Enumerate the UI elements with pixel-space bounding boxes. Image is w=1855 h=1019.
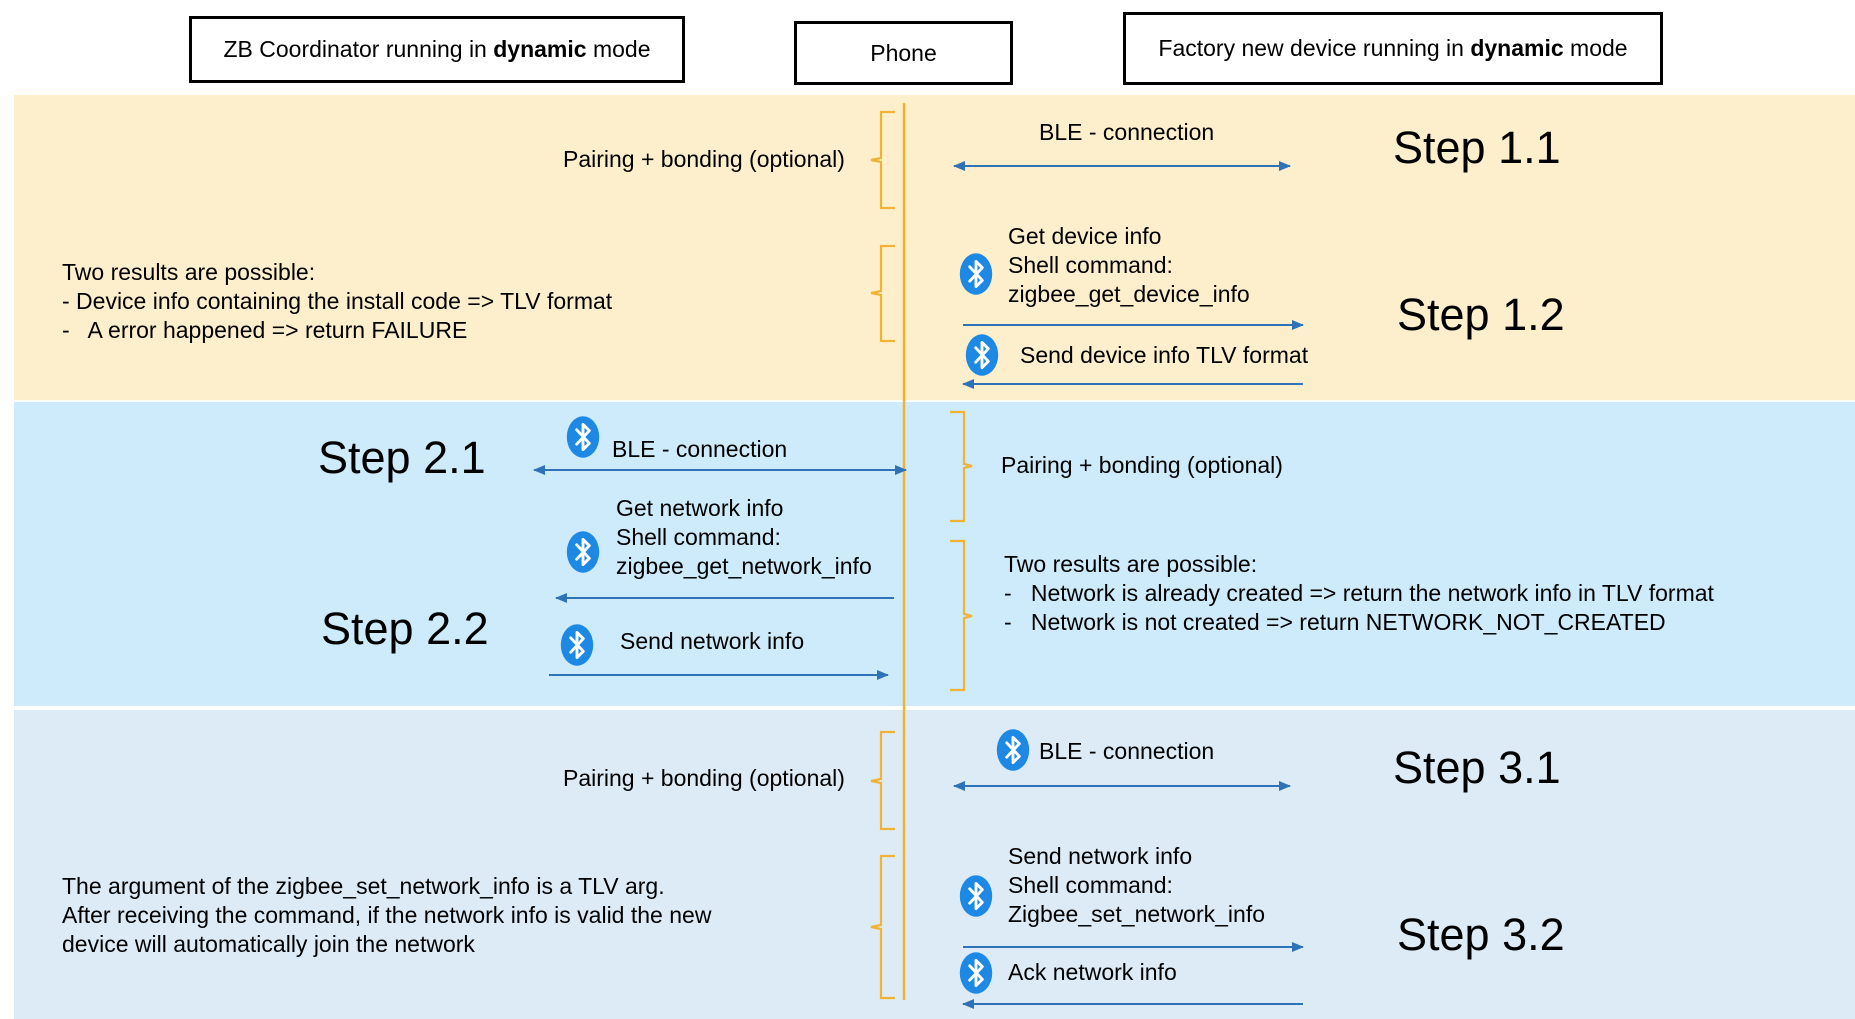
pairing-label-3: Pairing + bonding (optional): [563, 765, 845, 791]
device-header-suffix: mode: [1563, 35, 1628, 61]
get-network-info-line: Shell command:: [616, 524, 781, 550]
coordinator-header-prefix: ZB Coordinator running in: [223, 36, 494, 62]
get-device-info-text: Get device info Shell command: zigbee_ge…: [1008, 222, 1250, 309]
results-note-1-line: - A error happened => return FAILURE: [62, 317, 468, 343]
bluetooth-icon: [958, 950, 994, 996]
argument-note-line: The argument of the zigbee_set_network_i…: [62, 873, 665, 899]
brace-argument-3: [870, 854, 895, 1000]
band-step-1: [14, 95, 1855, 400]
results-note-1-line: - Device info containing the install cod…: [62, 288, 613, 314]
results-note-1: Two results are possible: - Device info …: [62, 258, 612, 345]
send-device-info-label: Send device info TLV format: [1020, 342, 1309, 368]
set-network-info-line: Shell command:: [1008, 872, 1173, 898]
get-device-info-line: Get device info: [1008, 223, 1162, 249]
set-network-info-line: Send network info: [1008, 843, 1193, 869]
set-network-info-line: Zigbee_set_network_info: [1008, 901, 1265, 927]
coordinator-header-suffix: mode: [586, 36, 651, 62]
brace-results-2: [950, 539, 973, 692]
brace-pairing-2: [950, 410, 973, 523]
pairing-label-1: Pairing + bonding (optional): [563, 146, 845, 172]
step-label-3-1: Step 3.1: [1393, 742, 1561, 793]
phone-header: Phone: [794, 21, 1013, 85]
ble-connection-label-3: BLE - connection: [1039, 738, 1215, 764]
coordinator-header: ZB Coordinator running in dynamic mode: [189, 16, 685, 83]
coordinator-header-mode: dynamic: [493, 36, 587, 62]
step-label-2-2: Step 2.2: [321, 603, 489, 654]
results-note-2-line: Two results are possible:: [1004, 551, 1258, 577]
pairing-label-2: Pairing + bonding (optional): [1001, 452, 1283, 478]
results-note-2: Two results are possible: - Network is a…: [1004, 550, 1714, 637]
bluetooth-icon: [964, 332, 1000, 378]
get-network-info-text: Get network info Shell command: zigbee_g…: [616, 494, 872, 581]
get-network-info-line: Get network info: [616, 495, 784, 521]
bluetooth-icon: [565, 414, 601, 460]
set-network-info-text: Send network info Shell command: Zigbee_…: [1008, 842, 1265, 929]
argument-note: The argument of the zigbee_set_network_i…: [62, 872, 711, 959]
step-label-1-1: Step 1.1: [1393, 122, 1561, 173]
device-header: Factory new device running in dynamic mo…: [1123, 12, 1663, 85]
results-note-2-line: - Network is not created => return NETWO…: [1004, 609, 1666, 635]
bluetooth-icon: [565, 529, 601, 575]
send-network-info-label: Send network info: [620, 628, 805, 654]
argument-note-line: After receiving the command, if the netw…: [62, 902, 712, 928]
brace-pairing-3: [870, 730, 895, 831]
step-label-2-1: Step 2.1: [318, 432, 486, 483]
ble-connection-label-2: BLE - connection: [612, 436, 788, 462]
band-step-3: [14, 710, 1855, 1019]
results-note-1-line: Two results are possible:: [62, 259, 316, 285]
results-note-2-line: - Network is already created => return t…: [1004, 580, 1714, 606]
brace-results-1: [870, 244, 895, 343]
device-header-mode: dynamic: [1470, 35, 1564, 61]
get-device-info-line: zigbee_get_device_info: [1008, 281, 1250, 307]
ack-network-info-label: Ack network info: [1008, 959, 1177, 985]
bluetooth-icon: [958, 251, 994, 297]
brace-pairing-1: [870, 110, 895, 210]
step-label-1-2: Step 1.2: [1397, 289, 1565, 340]
bluetooth-icon: [559, 622, 595, 668]
phone-header-label: Phone: [870, 39, 937, 66]
bluetooth-icon: [958, 873, 994, 919]
bluetooth-icon: [995, 727, 1031, 773]
get-device-info-line: Shell command:: [1008, 252, 1173, 278]
get-network-info-line: zigbee_get_network_info: [616, 553, 872, 579]
argument-note-line: device will automatically join the netwo…: [62, 931, 475, 957]
ble-connection-label-1: BLE - connection: [1039, 119, 1215, 145]
step-label-3-2: Step 3.2: [1397, 909, 1565, 960]
device-header-prefix: Factory new device running in: [1158, 35, 1471, 61]
band-step-2: [14, 402, 1855, 706]
